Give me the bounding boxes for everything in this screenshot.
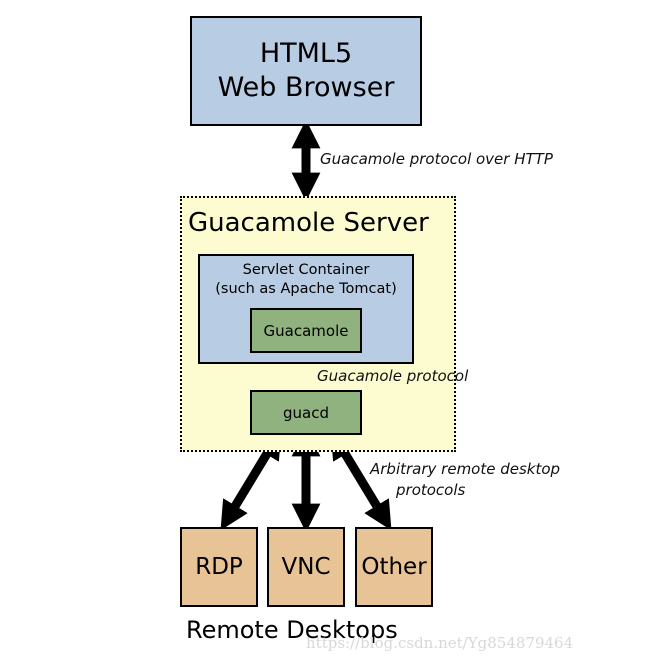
http-protocol-label: Guacamole protocol over HTTP (320, 150, 553, 168)
guacamole-server-title: Guacamole Server (188, 208, 429, 238)
guacamole-protocol-label: Guacamole protocol (317, 367, 469, 385)
other-box: Other (355, 527, 433, 607)
guacd-box: guacd (250, 390, 362, 435)
browser-line2: Web Browser (217, 72, 395, 103)
watermark-text: https://blog.csdn.net/Yg854879464 (306, 634, 574, 652)
servlet-container-label: Servlet Container (such as Apache Tomcat… (198, 261, 414, 299)
vnc-box: VNC (267, 527, 345, 607)
servlet-line1: Servlet Container (242, 262, 370, 278)
browser-line1: HTML5 (259, 38, 353, 69)
web-browser-box: HTML5 Web Browser (190, 16, 422, 126)
servlet-line2: (such as Apache Tomcat) (215, 281, 397, 297)
rdp-box: RDP (180, 527, 258, 607)
arbitrary-protocols-label-line1: Arbitrary remote desktop (370, 460, 561, 478)
other-arrow (330, 429, 392, 531)
guacamole-app-box: Guacamole (250, 308, 362, 353)
arbitrary-protocols-label-line2: protocols (396, 481, 466, 499)
rdp-arrow (220, 429, 282, 531)
remote-desktops-title: Remote Desktops (186, 616, 398, 644)
